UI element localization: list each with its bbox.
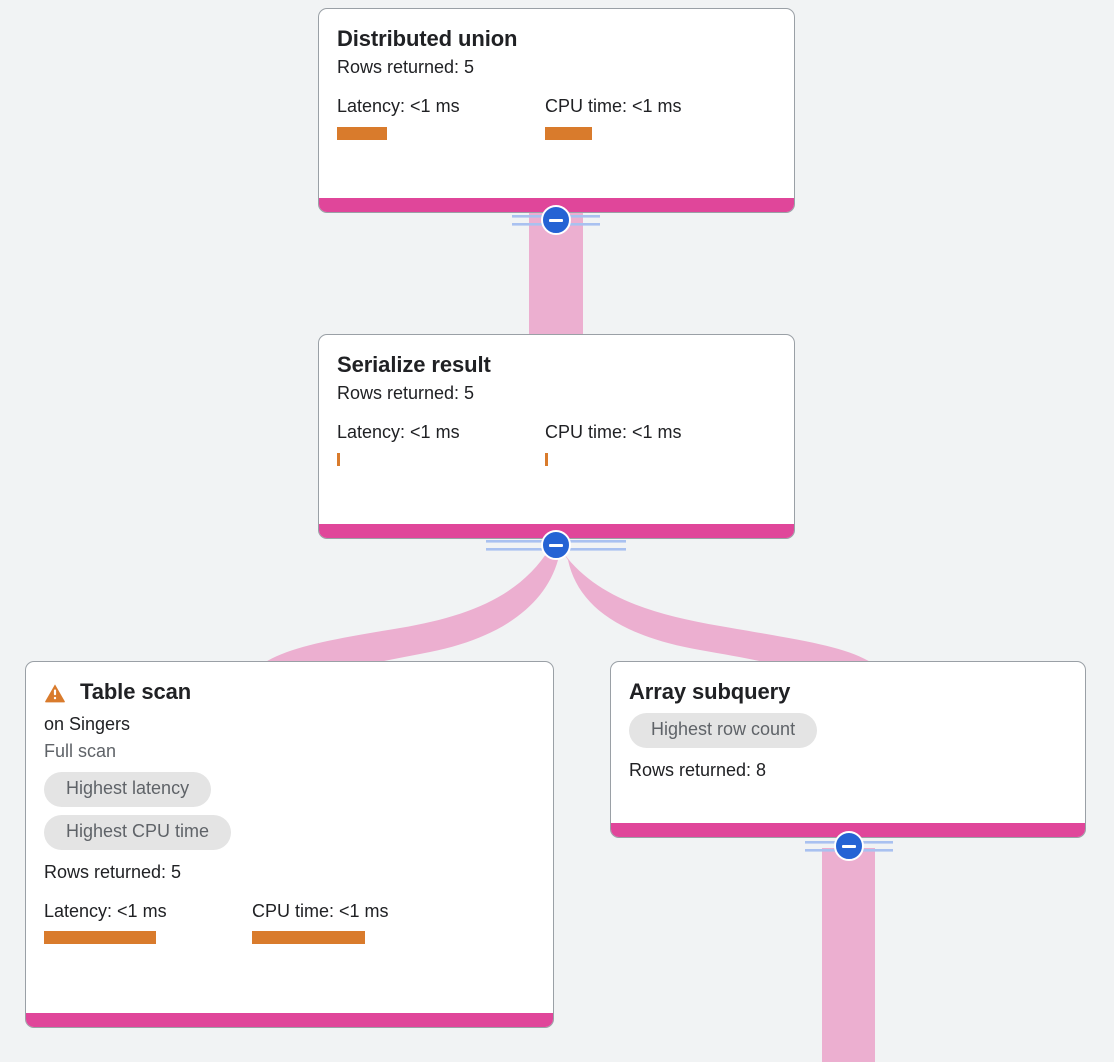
- edge-serialize-result-to-array-subquery: [560, 548, 872, 710]
- metric-latency: Latency: <1 ms: [44, 901, 252, 945]
- metric-cpu-time: CPU time: <1 ms: [252, 901, 389, 945]
- metric-cpu-time-label: CPU time: <1 ms: [545, 96, 682, 117]
- rows-returned: Rows returned: 5: [44, 861, 182, 882]
- metrics-row: Latency: <1 ms CPU time: <1 ms: [44, 901, 535, 945]
- toggle-rails: [805, 841, 893, 852]
- metric-latency-label: Latency: <1 ms: [337, 96, 460, 117]
- metric-cpu-time: CPU time: <1 ms: [545, 422, 682, 466]
- node-title-row: Serialize result: [337, 352, 491, 377]
- toggle-rails: [512, 215, 600, 226]
- node-table-scan[interactable]: Table scan on Singers Full scan Highest …: [25, 661, 554, 1028]
- node-title: Distributed union: [337, 26, 518, 51]
- node-body: Array subquery Highest row count Rows re…: [611, 662, 1085, 823]
- node-title-row: Table scan: [44, 679, 192, 704]
- metric-latency-label: Latency: <1 ms: [337, 422, 460, 443]
- collapse-toggle-array-subquery[interactable]: [805, 830, 893, 862]
- badge-highest-row-count: Highest row count: [629, 713, 818, 748]
- metric-latency-bar: [44, 931, 156, 945]
- minus-glyph: [549, 218, 563, 222]
- metric-latency-label: Latency: <1 ms: [44, 900, 167, 921]
- warning-icon: [45, 684, 65, 703]
- edge-array-subquery-to-child: [822, 848, 875, 1062]
- metric-latency-bar: [337, 452, 340, 466]
- node-array-subquery[interactable]: Array subquery Highest row count Rows re…: [610, 661, 1086, 838]
- edge-distributed-union-to-serialize-result: [529, 212, 583, 336]
- node-title: Table scan: [80, 679, 192, 704]
- metrics-row: Latency: <1 ms CPU time: <1 ms: [337, 422, 776, 466]
- metric-cpu-time-label: CPU time: <1 ms: [252, 900, 389, 921]
- rows-returned: Rows returned: 5: [337, 383, 475, 404]
- metric-latency-bar: [337, 126, 387, 140]
- metric-cpu-time-bar: [252, 931, 365, 945]
- minus-icon[interactable]: [541, 205, 571, 235]
- minus-icon[interactable]: [834, 831, 864, 861]
- badge-highest-cpu-time: Highest CPU time: [44, 814, 232, 850]
- rows-returned: Rows returned: 5: [337, 57, 475, 78]
- node-subtitle: on Singers: [44, 714, 131, 735]
- metrics-row: Latency: <1 ms CPU time: <1 ms: [337, 96, 776, 140]
- badge-highest-latency: Highest latency: [44, 772, 212, 807]
- metric-latency: Latency: <1 ms: [337, 422, 545, 466]
- rows-returned: Rows returned: 8: [629, 759, 767, 780]
- node-body: Distributed union Rows returned: 5 Laten…: [319, 9, 794, 198]
- node-distributed-union[interactable]: Distributed union Rows returned: 5 Laten…: [318, 8, 795, 213]
- node-title: Array subquery: [629, 679, 791, 704]
- node-body: Serialize result Rows returned: 5 Latenc…: [319, 335, 794, 524]
- node-title: Serialize result: [337, 352, 491, 377]
- node-footer-bar: [26, 1013, 553, 1027]
- node-footer-bar: [611, 823, 1085, 837]
- minus-glyph: [842, 844, 856, 848]
- minus-icon[interactable]: [541, 530, 571, 560]
- collapse-toggle-serialize-result[interactable]: [486, 529, 626, 561]
- metric-cpu-time: CPU time: <1 ms: [545, 96, 682, 140]
- toggle-rails: [486, 540, 626, 551]
- metric-cpu-time-label: CPU time: <1 ms: [545, 422, 682, 443]
- metric-latency: Latency: <1 ms: [337, 96, 545, 140]
- node-title-row: Array subquery: [629, 679, 791, 704]
- node-body: Table scan on Singers Full scan Highest …: [26, 662, 553, 1013]
- node-title-row: Distributed union: [337, 26, 518, 51]
- minus-glyph: [549, 543, 563, 547]
- metric-cpu-time-bar: [545, 452, 548, 466]
- collapse-toggle-distributed-union[interactable]: [512, 204, 600, 236]
- node-serialize-result[interactable]: Serialize result Rows returned: 5 Latenc…: [318, 334, 795, 539]
- node-scan-type: Full scan: [44, 741, 117, 762]
- metric-cpu-time-bar: [545, 126, 592, 140]
